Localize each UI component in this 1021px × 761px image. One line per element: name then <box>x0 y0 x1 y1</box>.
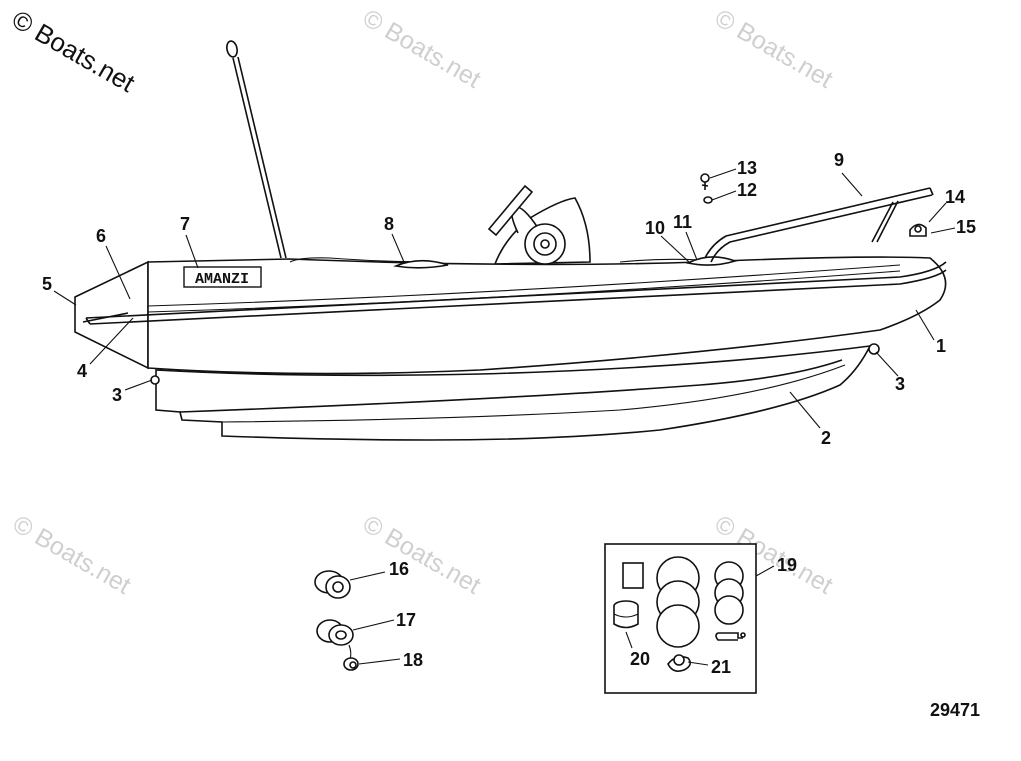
drain-plug-housing <box>314 570 351 599</box>
callout-16: 16 <box>389 559 409 579</box>
drawing-number: 29471 <box>930 700 981 720</box>
callout-4: 4 <box>77 361 87 381</box>
drain-plug-with-cap <box>316 619 354 661</box>
callout-18: 18 <box>403 650 423 670</box>
callout-10: 10 <box>645 218 665 238</box>
drain-plug-cap <box>343 657 359 671</box>
hull-strake <box>179 359 843 413</box>
callout-1: 1 <box>936 336 946 356</box>
hull-upper <box>147 256 947 375</box>
repair-kit-contents <box>622 556 746 648</box>
callout-numbers: 1 2 3 3 4 5 6 7 8 9 10 11 12 13 14 15 16… <box>42 150 976 677</box>
callout-7: 7 <box>180 214 190 234</box>
callout-2: 2 <box>821 428 831 448</box>
boat-illustration: AMANZI <box>74 40 947 441</box>
washer <box>703 196 713 204</box>
callout-14: 14 <box>945 187 965 207</box>
callout-13: 13 <box>737 158 757 178</box>
adhesive-tube <box>613 600 639 629</box>
callout-11: 11 <box>673 212 692 232</box>
deck-cover <box>393 259 449 269</box>
callout-17: 17 <box>396 610 416 630</box>
callout-8: 8 <box>384 214 394 234</box>
callout-19: 19 <box>777 555 797 575</box>
brand-plate <box>183 266 262 288</box>
steering-console <box>487 184 591 265</box>
brand-label: AMANZI <box>195 271 249 288</box>
callout-15: 15 <box>956 217 976 237</box>
hull-keel <box>155 345 872 441</box>
callout-leaders <box>53 168 956 666</box>
callout-3: 3 <box>895 374 905 394</box>
callout-9: 9 <box>834 150 844 170</box>
callout-21: 21 <box>711 657 731 677</box>
lifting-eye <box>868 343 880 355</box>
callout-20: 20 <box>630 649 650 669</box>
rub-rail <box>82 261 947 325</box>
screw <box>700 173 710 190</box>
antenna <box>226 40 287 259</box>
callout-3: 3 <box>112 385 122 405</box>
bow-rail <box>704 187 934 263</box>
valve-tool <box>667 654 692 672</box>
lifting-eye <box>150 375 160 385</box>
callout-5: 5 <box>42 274 52 294</box>
tow-fitting <box>909 223 927 237</box>
callout-6: 6 <box>96 226 106 246</box>
callout-12: 12 <box>737 180 757 200</box>
